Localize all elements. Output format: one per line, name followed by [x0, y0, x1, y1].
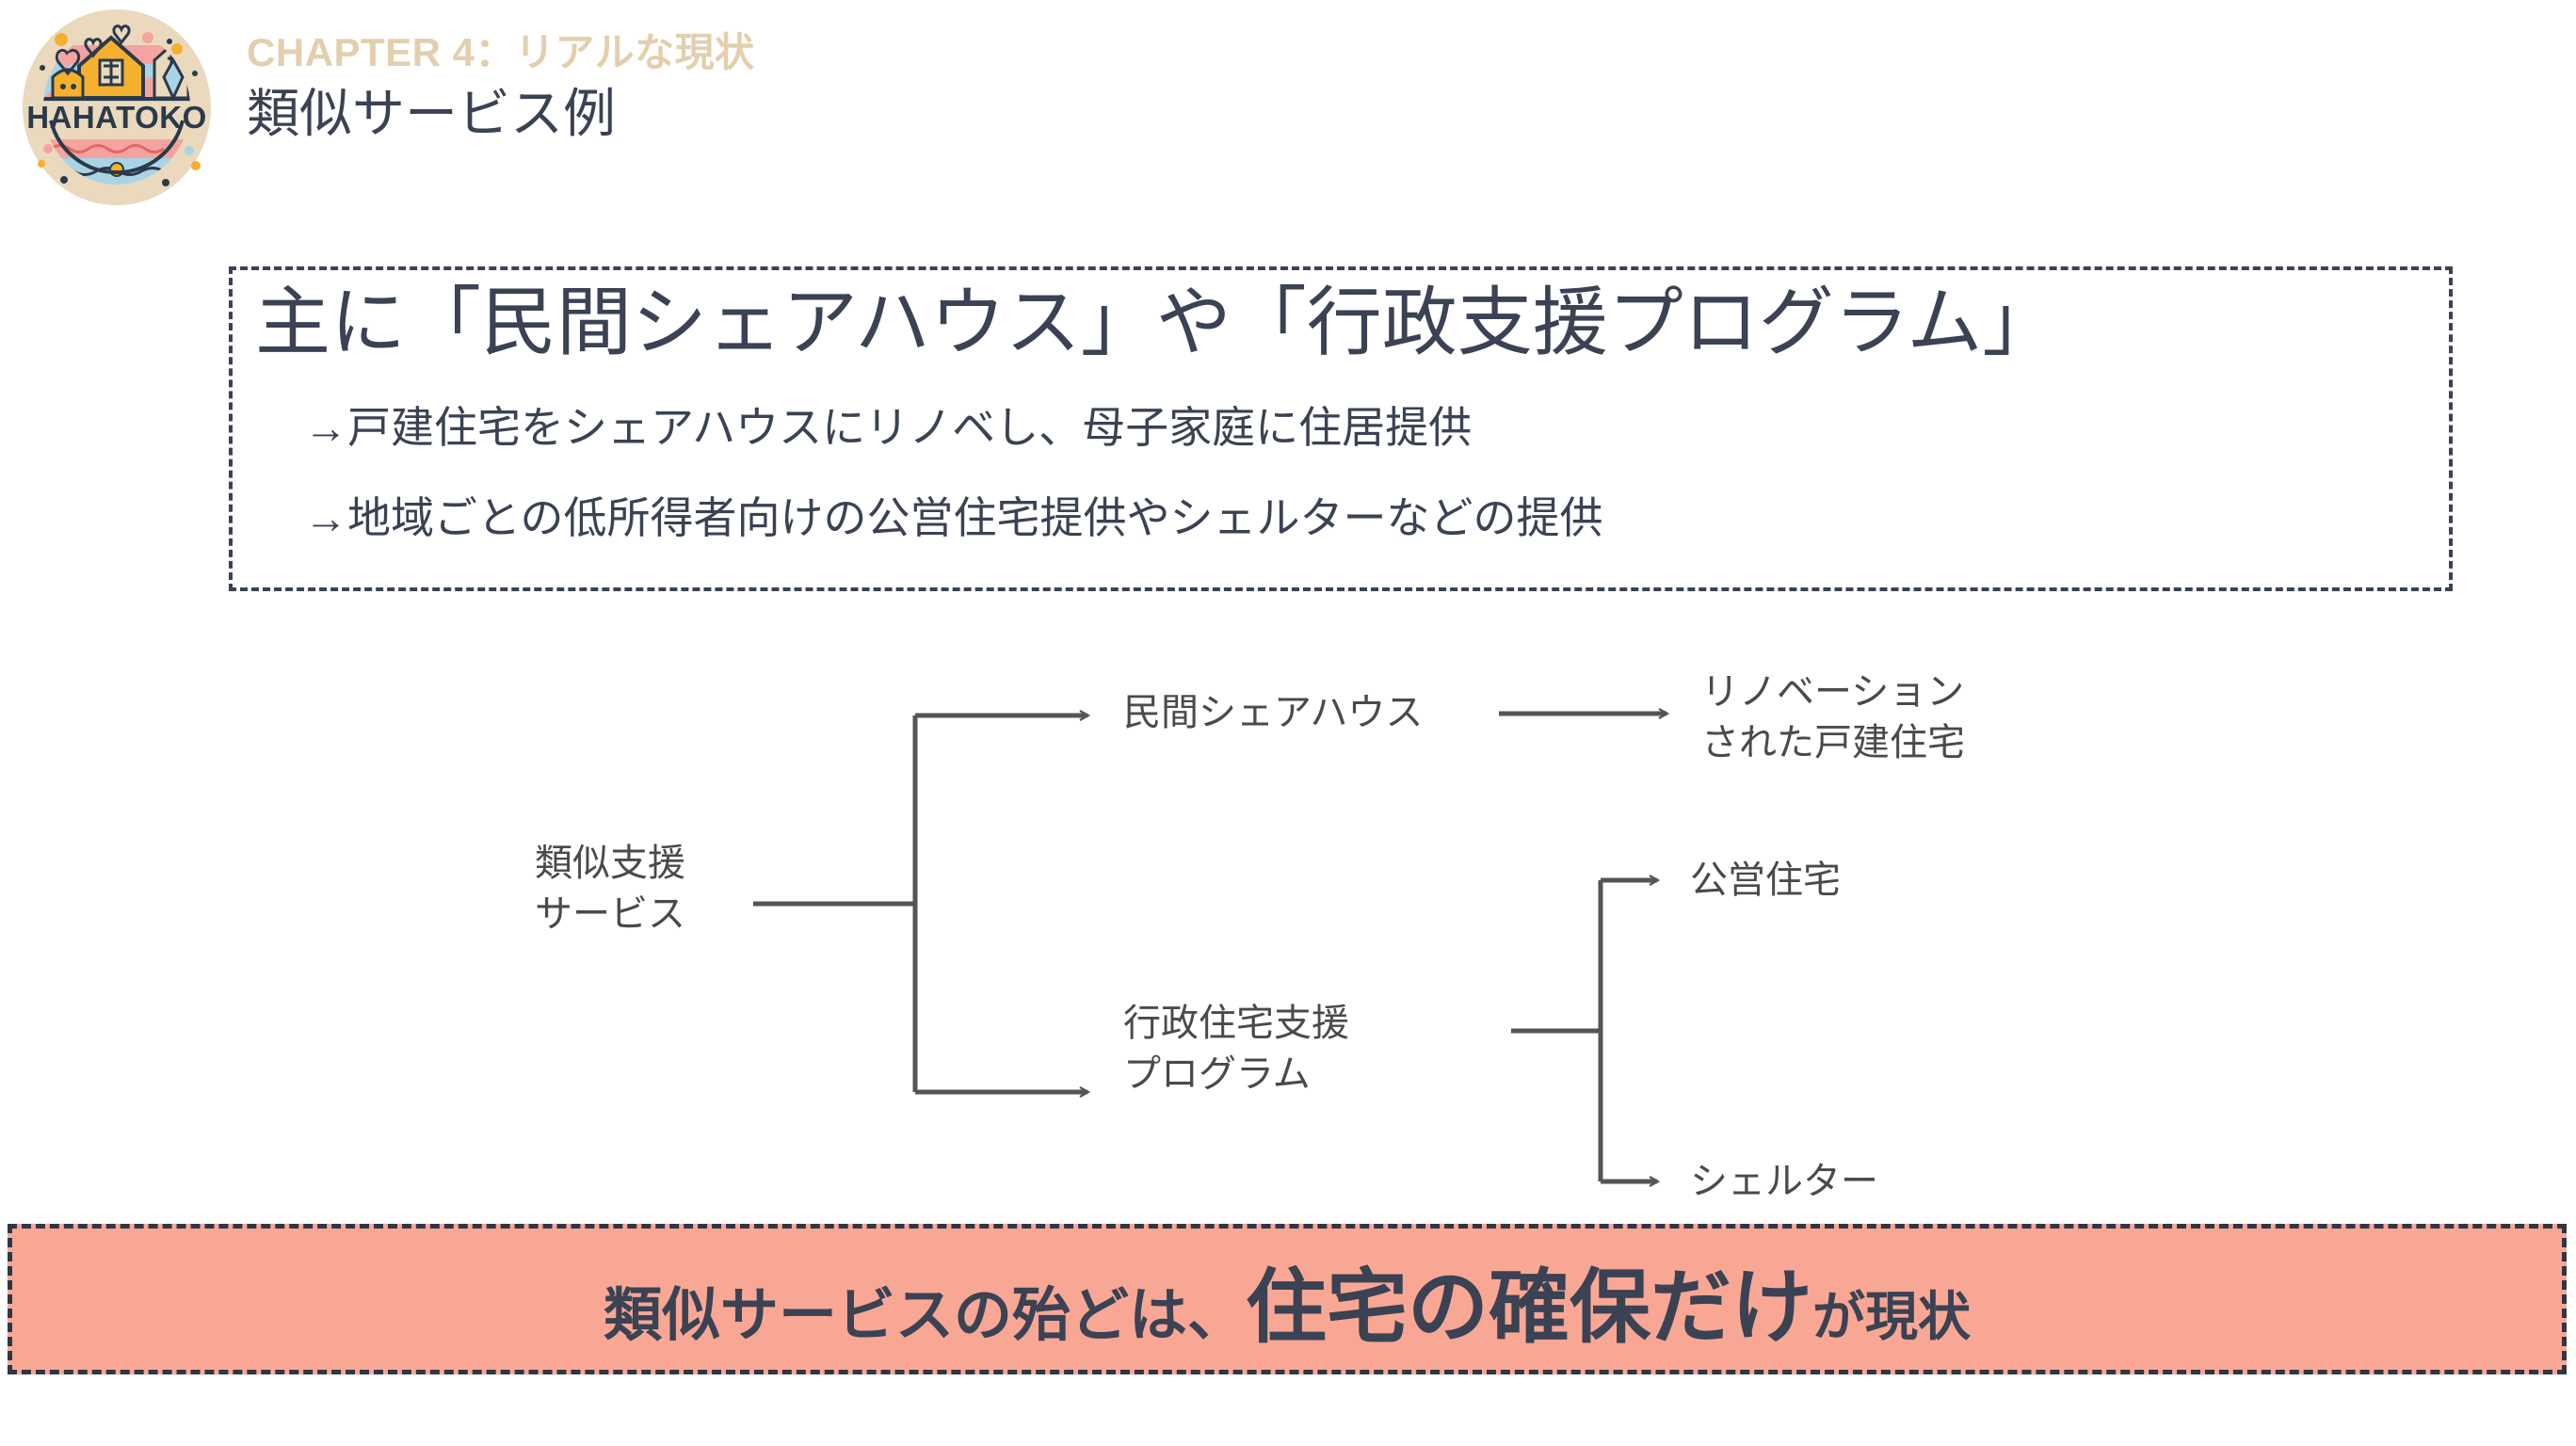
service-tree-diagram: 類似支援 サービス 民間シェアハウス リノベーション された戸建住宅 行政住宅支…	[0, 602, 2576, 1205]
node-renovated-detached-house: リノベーション された戸建住宅	[1701, 667, 1965, 768]
chapter-label: CHAPTER 4：リアルな現状	[247, 30, 755, 74]
banner-suffix: が現状	[1812, 1286, 1971, 1346]
info-headline: 主に「民間シェアハウス」や「行政支援プログラム」	[255, 281, 2058, 364]
node-government-housing-program: 行政住宅支援 プログラム	[1123, 998, 1349, 1100]
logo-badge-icon: HAHATOKO	[23, 9, 211, 205]
conclusion-banner: 類似サービスの殆どは、 住宅の確保だけ が現状	[8, 1224, 2567, 1374]
node-private-share-house: 民間シェアハウス	[1123, 692, 1424, 733]
banner-emphasis: 住宅の確保だけ	[1246, 1261, 1812, 1353]
header-text-block: CHAPTER 4：リアルな現状 類似サービス例	[247, 30, 755, 147]
node-renovated-line2: された戸建住宅	[1701, 722, 1965, 763]
node-root: 類似支援 サービス	[535, 838, 685, 940]
node-root-line2: サービス	[535, 893, 685, 935]
conclusion-banner-text: 類似サービスの殆どは、 住宅の確保だけ が現状	[604, 1241, 1971, 1358]
node-root-line1: 類似支援	[535, 843, 685, 884]
page-title: 類似サービス例	[247, 84, 616, 144]
svg-text:HAHATOKO: HAHATOKO	[26, 100, 207, 135]
info-bullet-1: →戸建住宅をシェアハウスにリノベし、母子家庭に住居提供	[304, 403, 1473, 452]
node-renovated-line1: リノベーション	[1701, 671, 1965, 713]
banner-prefix: 類似サービスの殆どは、	[603, 1282, 1246, 1348]
node-shelter: シェルター	[1690, 1161, 1878, 1202]
node-gov-line2: プログラム	[1123, 1053, 1311, 1095]
info-dashed-box: 主に「民間シェアハウス」や「行政支援プログラム」 →戸建住宅をシェアハウスにリノ…	[229, 266, 2453, 591]
tree-connector-lines	[753, 602, 2576, 1205]
node-public-housing: 公営住宅	[1690, 860, 1841, 901]
hahatoko-logo: HAHATOKO	[17, 8, 217, 207]
info-bullet-2: →地域ごとの低所得者向けの公営住宅提供やシェルターなどの提供	[304, 493, 1603, 542]
slide-header: HAHATOKO CHAPTER 4：リアルな現状 類似サービス例	[0, 0, 2576, 217]
node-gov-line1: 行政住宅支援	[1123, 1003, 1349, 1044]
